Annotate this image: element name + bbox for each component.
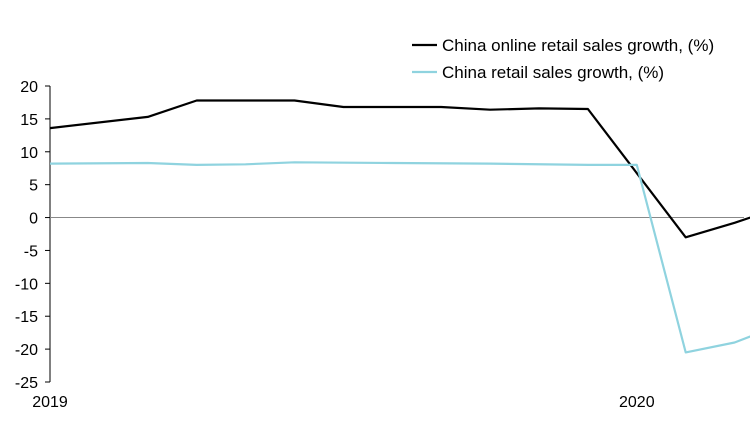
x-tick-label: 2019 [32,394,68,411]
y-tick-label: 0 [29,211,38,228]
y-tick-label: 20 [20,79,38,96]
y-tick-label: -20 [15,342,38,359]
chart-axes: 20 15 10 5 0 -5 -10 -15 -20 -25 2019 2020 [15,79,744,411]
legend-label: China online retail sales growth, (%) [442,36,714,55]
series-line-online-retail-sales-growth [49,99,750,239]
y-tick-label: -15 [15,309,38,326]
y-tick-label: -10 [15,276,38,293]
chart-series-layer [49,99,750,354]
series-line-retail-sales-growth [49,161,750,354]
chart-legend: China online retail sales growth, (%) Chi… [412,36,714,82]
y-tick-label: 15 [20,112,38,129]
y-tick-label: -5 [24,243,38,260]
x-tick-label: 2020 [619,394,655,411]
y-tick-label: 10 [20,145,38,162]
y-tick-label: -25 [15,375,38,392]
y-tick-label: 5 [29,178,38,195]
legend-label: China retail sales growth, (%) [442,63,664,82]
